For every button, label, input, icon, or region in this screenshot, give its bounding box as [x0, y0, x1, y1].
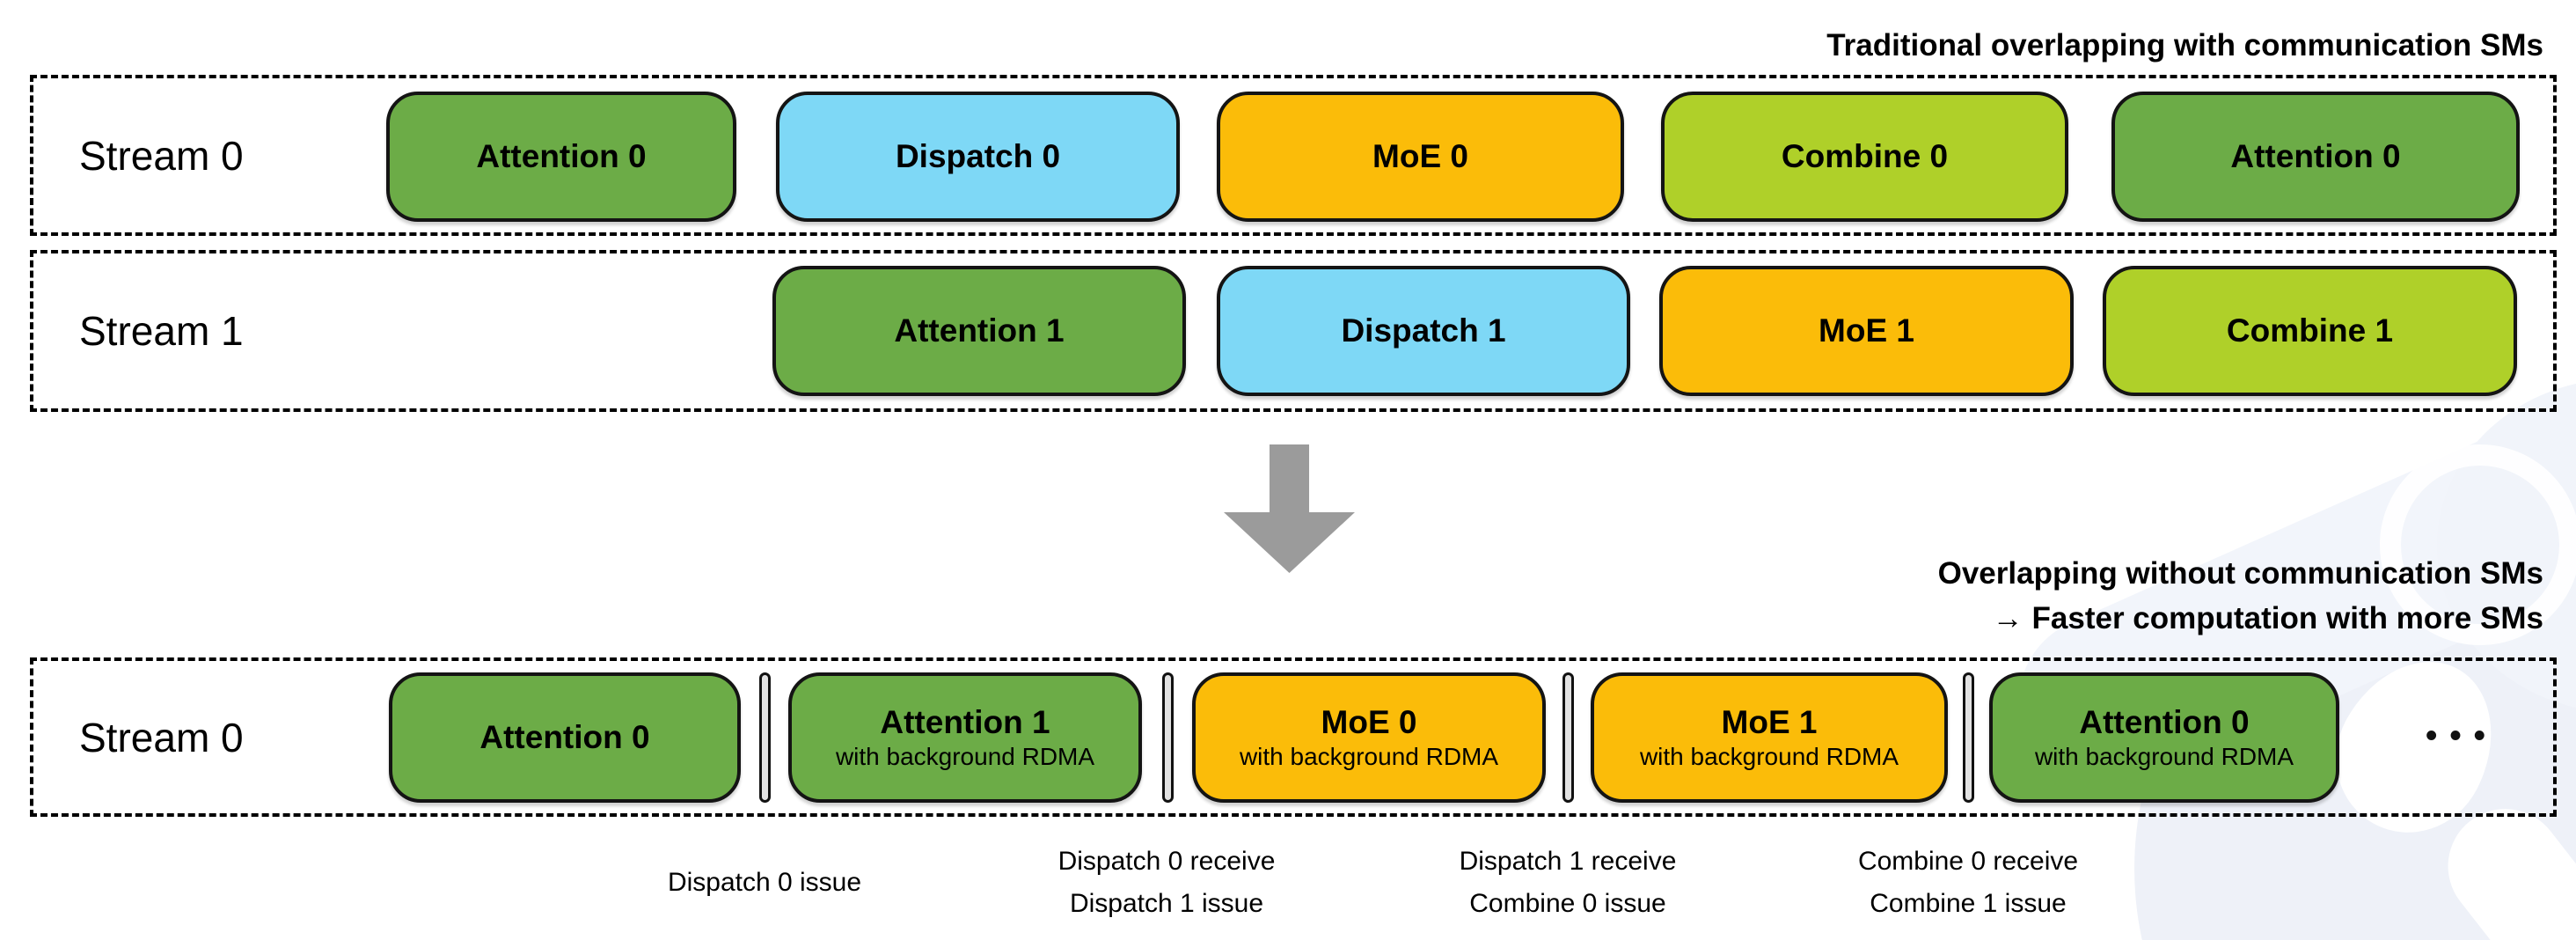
stream-event-divider: [1162, 672, 1174, 803]
annotation-dispatch0-receive-dispatch1-issue: Dispatch 0 receive Dispatch 1 issue: [964, 841, 1369, 925]
block-label: Attention 0: [479, 719, 650, 755]
overlap-title-line1: Overlapping without communication SMs: [1937, 556, 2543, 591]
block-subtitle: with background RDMA: [1639, 743, 1899, 770]
block-subtitle: with background RDMA: [1239, 743, 1499, 770]
block-dispatch-0: Dispatch 0: [776, 92, 1180, 222]
continuation-ellipsis: •••: [2426, 716, 2498, 754]
down-arrow-icon: [1224, 444, 1355, 573]
block-combine-0: Combine 0: [1661, 92, 2068, 222]
annotation-dispatch1-receive-combine0-issue: Dispatch 1 receive Combine 0 issue: [1365, 841, 1770, 925]
block-label: MoE 0: [1372, 138, 1468, 174]
stream-event-divider: [759, 672, 771, 803]
block-moe-1: MoE 1: [1659, 266, 2074, 396]
annotation-line: Combine 0 receive: [1857, 847, 2079, 876]
block-label: MoE 0: [1321, 704, 1417, 740]
block-label: Combine 1: [2226, 312, 2394, 349]
block-moe-0-rdma: MoE 0 with background RDMA: [1192, 672, 1546, 803]
stream-event-divider: [1963, 672, 1974, 803]
traditional-stream1-label: Stream 1: [79, 308, 244, 354]
block-label: MoE 1: [1819, 312, 1914, 349]
annotation-line: Dispatch 1 issue: [1069, 889, 1264, 918]
overlap-title-line2: → Faster computation with more SMs: [1992, 601, 2543, 635]
block-attention-0-next: Attention 0: [2111, 92, 2520, 222]
traditional-stream0-box: Stream 0: [30, 75, 2557, 236]
annotation-line: Dispatch 1 receive: [1459, 847, 1677, 876]
block-subtitle: with background RDMA: [835, 743, 1095, 770]
block-attention-1: Attention 1: [772, 266, 1186, 396]
traditional-stream1-box: Stream 1: [30, 250, 2557, 412]
traditional-section-title: Traditional overlapping with communicati…: [1826, 28, 2543, 62]
annotation-line: Dispatch 0 issue: [667, 868, 862, 897]
block-moe-1-rdma: MoE 1 with background RDMA: [1591, 672, 1948, 803]
stream-event-divider: [1562, 672, 1574, 803]
block-attention-1-rdma: Attention 1 with background RDMA: [788, 672, 1142, 803]
annotation-line: Combine 1 issue: [1870, 889, 2067, 918]
block-moe-0: MoE 0: [1217, 92, 1624, 222]
overlap-section-title: Overlapping without communication SMs → …: [1938, 551, 2543, 641]
block-label: Attention 0: [2079, 704, 2250, 740]
annotation-dispatch0-issue: Dispatch 0 issue: [562, 841, 967, 925]
block-subtitle: with background RDMA: [2034, 743, 2294, 770]
block-combine-1: Combine 1: [2103, 266, 2517, 396]
block-label: Combine 0: [1781, 138, 1949, 174]
block-label: Attention 0: [476, 138, 647, 174]
block-label: Attention 1: [894, 312, 1065, 349]
overlap-stream0-label: Stream 0: [79, 714, 244, 760]
annotation-combine0-receive-combine1-issue: Combine 0 receive Combine 1 issue: [1766, 841, 2170, 925]
block-attention-0-rdma: Attention 0 with background RDMA: [1989, 672, 2339, 803]
block-label: Dispatch 1: [1341, 312, 1506, 349]
annotation-line: Dispatch 0 receive: [1057, 847, 1276, 876]
block-dispatch-1: Dispatch 1: [1217, 266, 1630, 396]
block-label: Attention 1: [880, 704, 1050, 740]
background-watermark: [2363, 709, 2389, 739]
traditional-stream0-label: Stream 0: [79, 132, 244, 179]
block-attention-0: Attention 0: [386, 92, 736, 222]
block-label: Dispatch 0: [895, 138, 1061, 174]
overlap-stream0-box: Stream 0: [30, 657, 2557, 817]
block-label: Attention 0: [2230, 138, 2401, 174]
block-attention-0: Attention 0: [389, 672, 741, 803]
annotation-line: Combine 0 issue: [1469, 889, 1666, 918]
block-label: MoE 1: [1721, 704, 1818, 740]
